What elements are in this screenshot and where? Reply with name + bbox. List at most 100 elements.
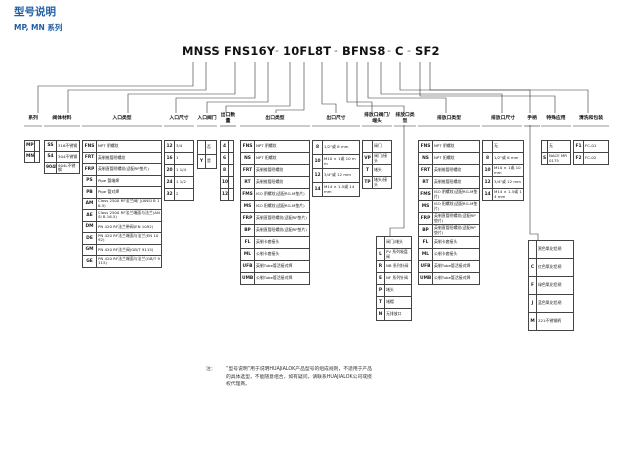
option-code [482,140,493,153]
option-desc: 蓝色氧化铝柄 [536,294,574,313]
option-desc: 堵头 [372,164,392,177]
option-code: FRP [240,212,255,225]
option-desc: 1 1/2 [174,176,194,189]
note-text: “型号说明”用于说明HUAJIALOK产品型号的组成规则，不适用于产品的具体选型… [226,367,373,388]
option-desc: M14 × 1.5或 14 mm [322,182,360,197]
code-separator: - [387,44,391,57]
option-code: 20 [164,164,175,177]
option-code: 32 [164,188,175,201]
table-row: 12 [220,188,234,201]
option-desc: 英制Tube管活接对焊 [254,260,310,273]
option-desc: NF 系列针阀 [384,272,412,285]
option-desc: 321不锈钢柄 [536,312,574,331]
option-desc [228,164,234,177]
option-desc: 1 [174,152,194,165]
option-desc: 英制直管阳螺纹(适配RP垫片) [254,224,310,237]
option-desc: NPT 阴螺纹 [432,140,480,153]
option-desc: Class 2500 RF法兰阀门(ANSI B 16.5) [96,197,162,210]
option-desc [34,151,40,163]
header-drain-valve: 排放口阀门/端头 [364,113,390,124]
option-desc [228,152,234,165]
option-code: AE [82,209,97,222]
option-desc: 3/4"或 12 mm [322,168,360,183]
note-label: 注： [206,367,216,372]
option-desc: 316不锈钢 [56,140,80,152]
table-row: MN [24,151,40,163]
option-desc: FC-02 [583,152,609,165]
option-desc: NACE MR 0175 [547,152,571,165]
option-desc: NPT 阳螺纹 [254,152,310,165]
option-desc: 黑色氧化铝柄 [536,240,574,259]
option-code: M [528,312,537,331]
header-outlet-type: 出口类型 [265,116,285,122]
option-desc: Class 2500 RF法兰端面与法兰(ANSI B 16.5) [96,209,162,222]
option-desc: 3/4"或 12 mm [492,176,524,189]
table-row: 10 [220,176,234,189]
option-code: 6 [220,152,229,165]
option-desc: 是 [205,154,217,169]
code-separator: - [407,44,411,57]
option-code: DE [82,232,97,245]
header-outlet-count: 出口数量 [220,113,236,124]
option-desc: 304不锈钢 [56,151,80,163]
option-desc: 阀门/堵头 [384,236,412,249]
option-desc: 3/4 [174,140,194,153]
table-row: 无 [482,140,524,153]
option-code: 8 [312,140,323,155]
header-drain-size: 排放口尺寸 [491,116,515,122]
option-desc: ISO 阳螺纹(适配RG-M垫片) [254,200,310,213]
option-code: FRT [418,164,433,177]
option-desc: 904L不锈钢 [56,162,80,174]
option-code: F2 [573,152,584,165]
option-desc: 无排放口 [384,308,412,321]
option-code: FRT [82,151,97,164]
option-code: S4 [44,151,57,163]
option-desc: ISO 阴螺纹(适配RG-M垫片) [432,188,480,201]
table-row: 6 [220,152,234,165]
option-desc: 公制Tube管活接对焊 [432,272,480,285]
option-code: AM [82,197,97,210]
option-desc: 堵帽 [384,296,412,309]
code-part-inlet: FNS16Y [224,44,276,58]
option-code: 14 [312,182,323,197]
option-code: T [362,164,373,177]
option-code: TP [362,176,373,189]
table-row: 否 [197,140,217,155]
